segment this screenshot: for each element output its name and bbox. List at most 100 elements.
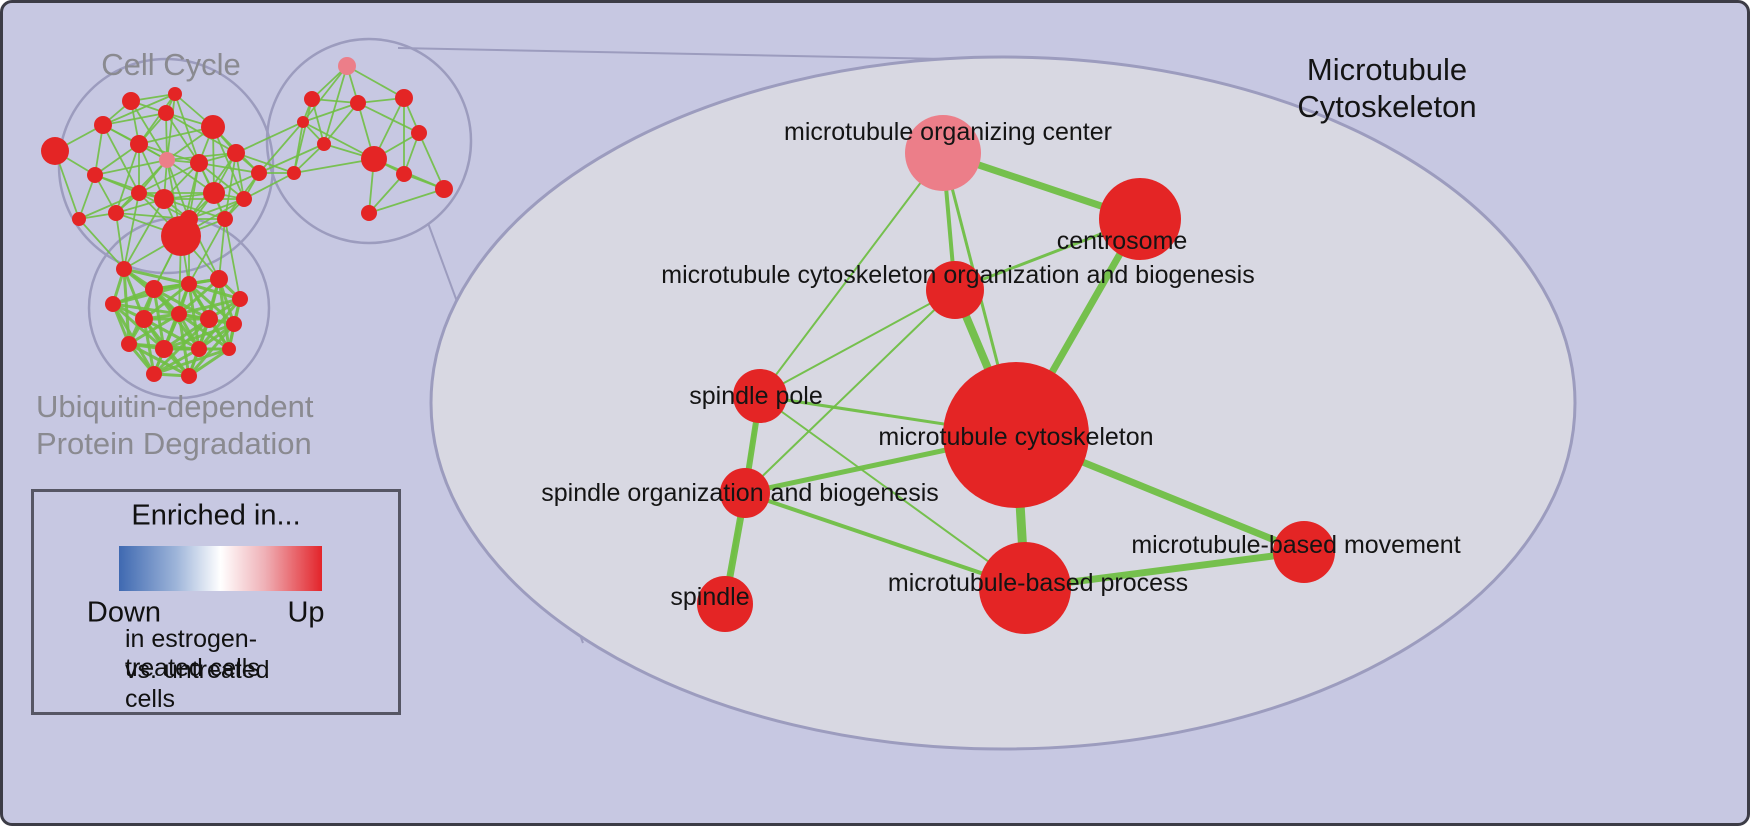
overview-node <box>122 92 140 110</box>
overview-edge <box>188 218 226 285</box>
edge-microtubule-organizing-center--spindle-pole <box>759 152 944 397</box>
overview-edge <box>102 93 176 126</box>
legend-down-label: Down <box>86 596 162 629</box>
legend-title: Enriched in... <box>131 499 301 532</box>
overview-node <box>135 310 153 328</box>
overview-node <box>232 291 248 307</box>
overview-edge <box>153 347 230 376</box>
legend-caption-line1: in estrogen-treated cells <box>125 625 260 682</box>
overview-node <box>200 310 218 328</box>
overview-node <box>396 166 412 182</box>
overview-edge <box>138 93 176 145</box>
magnified-title-line1: Microtubule <box>1306 52 1468 87</box>
overview-edge <box>323 65 348 145</box>
overview-edge <box>166 93 176 161</box>
overview-node <box>146 366 162 382</box>
node-label-microtubule-based-process: microtubule-based process <box>888 569 1188 597</box>
overview-node <box>130 135 148 153</box>
node-spindle-pole <box>733 369 787 423</box>
node-centrosome <box>1099 178 1181 260</box>
legend-caption-line2: vs. untreated cells <box>125 656 270 713</box>
overview-node <box>210 270 228 288</box>
edge-microtubule-based-movement--microtubule-based-process <box>1021 548 1308 592</box>
overview-edge <box>123 267 190 286</box>
edge-microtubule-cytoskeleton-organization-and-biogenesis--spindle-pole <box>759 289 956 397</box>
overview-node <box>116 261 132 277</box>
node-label-microtubule-organizing-center: microtubule organizing center <box>784 118 1112 146</box>
legend-up-label: Up <box>287 596 325 629</box>
overview-edge <box>166 159 190 220</box>
node-label-microtubule-cytoskeleton: microtubule cytoskeleton <box>878 423 1153 451</box>
overview-edge <box>198 162 245 200</box>
ubiquitin-label-line1: Ubiquitin-dependent <box>36 389 314 424</box>
overview-node <box>297 116 309 128</box>
overview-node <box>435 180 453 198</box>
overview-edge <box>217 278 231 350</box>
legend-box: Enriched in... Down Up in estrogen-treat… <box>31 489 401 715</box>
overview-node <box>361 146 387 172</box>
node-label-centrosome: centrosome <box>1057 227 1188 255</box>
ubiquitin-label-line2: Protein Degradation <box>36 426 312 461</box>
overview-edge <box>153 347 200 376</box>
overview-edge <box>302 102 359 123</box>
network-svg: microtubule organizing center centrosome m… <box>41 37 1577 751</box>
overview-node <box>361 205 377 221</box>
node-label-microtubule-cytoskeleton-organization-and-biogenesis: microtubule cytoskeleton organization an… <box>661 261 1254 289</box>
magnifier-line-0 <box>397 47 994 61</box>
overview-edge <box>123 192 140 270</box>
overview-node <box>94 116 112 134</box>
overview-node <box>191 341 207 357</box>
node-label-spindle-pole: spindle pole <box>689 382 822 410</box>
overview-edge <box>198 162 260 174</box>
overview-edge <box>94 174 165 200</box>
overview-edge <box>418 132 445 190</box>
overview-node <box>227 144 245 162</box>
overview-edge <box>163 322 235 351</box>
overview-node <box>222 342 236 356</box>
legend-gradient-bar <box>119 546 322 591</box>
overview-edge <box>178 297 241 316</box>
overview-edge <box>174 93 200 164</box>
overview-edge <box>293 121 304 174</box>
overview-edge <box>368 188 445 214</box>
cluster-circle-microtubule-small <box>265 37 473 245</box>
overview-edge <box>188 347 230 378</box>
overview-node <box>154 189 174 209</box>
overview-edge <box>302 65 348 123</box>
overview-edge <box>143 282 190 321</box>
overview-node <box>201 115 225 139</box>
node-microtubule-cytoskeleton-organization-and-biogenesis <box>926 261 984 319</box>
node-label-spindle: spindle <box>670 583 749 611</box>
overview-node <box>108 205 124 221</box>
overview-edge <box>235 121 304 154</box>
overview-node <box>338 57 356 75</box>
overview-node <box>41 137 69 165</box>
overview-edge <box>123 198 165 270</box>
magnified-cluster-title: Microtubule Cytoskeleton <box>1297 51 1476 125</box>
overview-edge <box>258 143 325 174</box>
node-spindle-organization-and-biogenesis <box>720 468 770 518</box>
overview-node <box>350 95 366 111</box>
overview-edge <box>346 65 405 99</box>
edge-microtubule-cytoskeleton-organization-and-biogenesis--spindle-organization-and-biogenesis <box>744 289 956 494</box>
overview-node <box>317 137 331 151</box>
overview-node <box>158 105 174 121</box>
overview-node <box>203 182 225 204</box>
overview-edge <box>357 102 420 134</box>
overview-edge <box>78 218 125 270</box>
node-microtubule-cytoskeleton <box>943 362 1089 508</box>
overview-node <box>161 216 201 256</box>
overview-edge <box>102 124 140 194</box>
overview-edge <box>188 198 245 220</box>
overview-edge <box>235 152 295 174</box>
overview-node <box>121 336 137 352</box>
overview-node <box>145 280 163 298</box>
overview-edge <box>323 102 359 145</box>
overview-edge <box>112 302 180 316</box>
edge-spindle-pole--microtubule-based-process <box>759 395 1026 589</box>
cluster-label-ubiquitin: Ubiquitin-dependent Protein Degradation <box>36 388 314 462</box>
overview-edge <box>128 312 180 346</box>
node-microtubule-based-process <box>979 542 1071 634</box>
overview-node <box>236 191 252 207</box>
